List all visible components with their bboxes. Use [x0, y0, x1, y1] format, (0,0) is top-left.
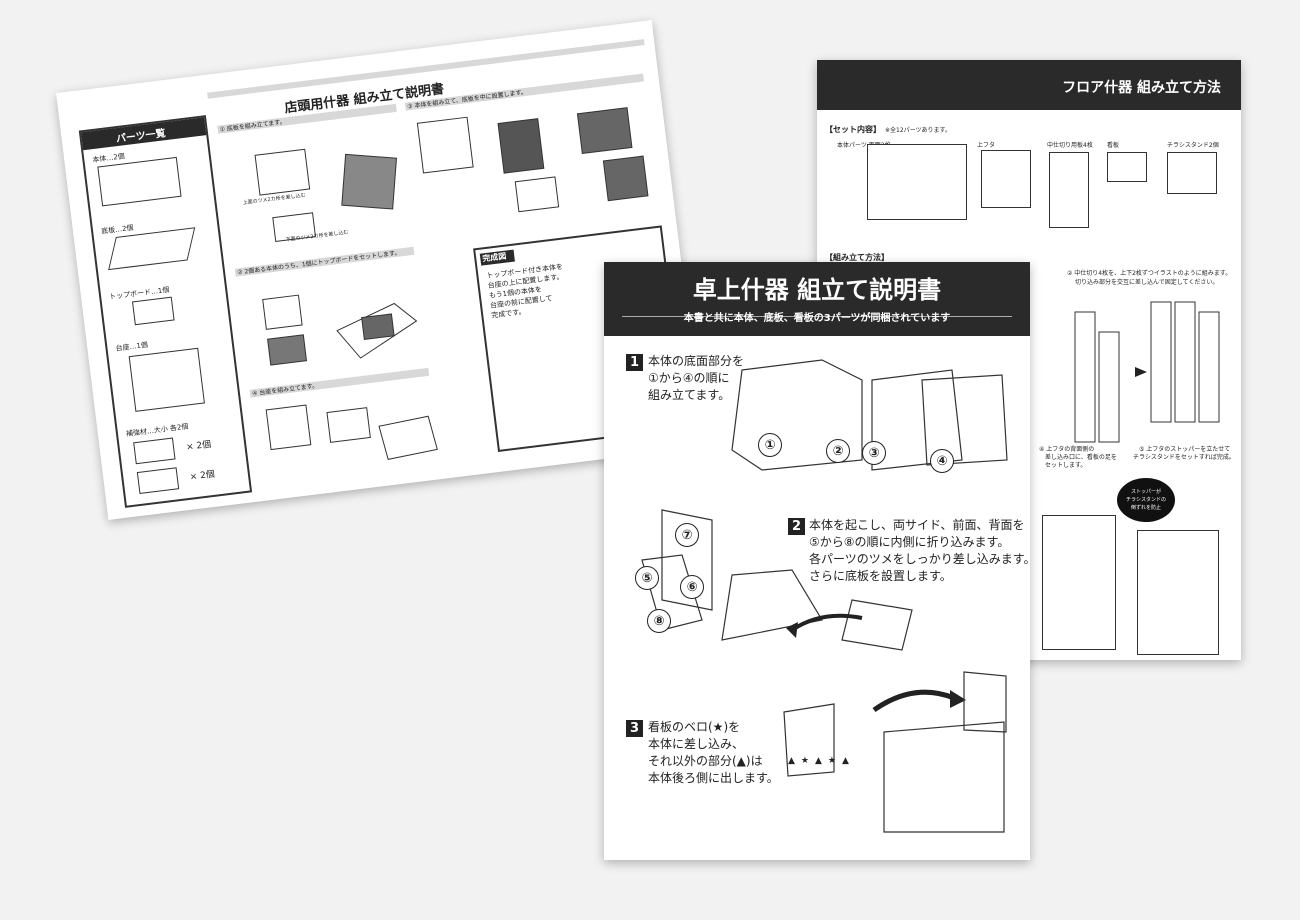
- step-number: 1: [626, 354, 643, 371]
- step1-line: ①から④の順に: [648, 371, 730, 385]
- step3-line: それ以外の部分(▲)は: [648, 754, 763, 768]
- part-item: 台座…1個: [115, 340, 149, 353]
- stopper-badge: ストッパーが チラシスタンドの 倒ずれを防止: [1117, 478, 1175, 522]
- base-illustration: [254, 148, 398, 243]
- right-sheet-title: フロア什器 組み立て方法: [1062, 80, 1221, 96]
- marker: ⑥: [680, 575, 704, 599]
- marker: ⑤: [635, 566, 659, 590]
- stopper-line: チラシスタンドの: [1126, 497, 1166, 503]
- tab-mark: ▲: [815, 756, 822, 766]
- tab-marks: ▲ ★ ▲ ★ ▲: [788, 756, 849, 766]
- body-illustration: [416, 107, 649, 213]
- stopper-line: ストッパーが: [1130, 489, 1161, 495]
- multiplier: × 2個: [189, 469, 216, 483]
- pedestal-illustration: [265, 404, 438, 461]
- step3-line: 本体に差し込み、: [648, 737, 745, 751]
- front-subtitle: 本書と共に本体、底板、看板の3パーツが同梱されています: [683, 313, 951, 324]
- step5-text: ⑤ 上フタのストッパーを立たせて: [1139, 446, 1231, 453]
- step1-line: 組み立てます。: [648, 388, 731, 402]
- front-instruction-sheet: 卓上什器 組立て説明書 本書と共に本体、底板、看板の3パーツが同梱されています …: [604, 262, 1030, 860]
- step4-text: ④ 上フタの背面側の: [1039, 446, 1095, 453]
- step2-line: さらに底板を設置します。: [809, 569, 952, 583]
- step3-line: 本体後ろ側に出します。: [648, 771, 779, 785]
- front-sheet-title: 卓上什器 組立て説明書: [692, 276, 942, 304]
- left-instruction-sheet: 店頭用什器 組み立て説明書 パーツ一覧 本体…2個 底板…2個 トップボード…1…: [56, 20, 704, 520]
- marker: ⑦: [675, 523, 699, 547]
- set-note: ※全12パーツあります。: [885, 127, 951, 134]
- part-item: 補強材…大小 各2個: [125, 422, 189, 439]
- stopper-line: 倒ずれを防止: [1130, 505, 1161, 511]
- step2-line: 本体を起こし、両サイド、前面、背面を: [809, 518, 1025, 532]
- step4-text: セットします。: [1045, 462, 1087, 469]
- step2-text: 切り込み部分を交互に差し込んで固定してください。: [1075, 279, 1219, 286]
- step-number: 2: [788, 518, 805, 535]
- topboard-illustration: [262, 294, 418, 366]
- step2-illustration: [641, 509, 913, 651]
- marker: ⑧: [647, 609, 671, 633]
- marker: ②: [826, 439, 850, 463]
- step1-line: 本体の底面部分を: [648, 354, 745, 368]
- marker: ①: [758, 433, 782, 457]
- step4-text: 差し込み口に、看板の足を: [1045, 454, 1117, 461]
- divider-illustration: [1074, 301, 1220, 443]
- set-item-label: 本体パーツ 両面2枚: [837, 142, 891, 149]
- step1-illustration: [731, 359, 1008, 471]
- step3-line: 看板のベロ(★)を: [648, 720, 741, 734]
- tab-mark: ▲: [842, 756, 849, 766]
- left-step: ① 底板を組み立てます。: [219, 118, 287, 134]
- set-item-label: 中仕切り用板4枚: [1047, 142, 1093, 149]
- set-item-label: 上フタ: [977, 142, 996, 149]
- step2-line: 各パーツのツメをしっかり差し込みます。: [809, 552, 1030, 566]
- tab-mark: ▲: [788, 756, 795, 766]
- set-item-label: チラシスタンド2個: [1167, 142, 1219, 149]
- step5-text: チラシスタンドをセットすれば完成。: [1133, 454, 1235, 461]
- parts-list: パーツ一覧 本体…2個 底板…2個 トップボード…1個 台座…1個 補強材…大小…: [78, 115, 253, 508]
- tab-mark: ★: [827, 756, 836, 766]
- set-heading: 【セット内容】: [825, 125, 881, 134]
- tab-mark: ★: [800, 756, 809, 766]
- step3-illustration: [783, 671, 1007, 833]
- method-heading: 【組み立て方法】: [825, 253, 889, 262]
- step2-line: ⑤から⑧の順に内側に折り込みます。: [809, 535, 1010, 549]
- set-item-label: 看板: [1107, 142, 1120, 149]
- step2-text: ② 中仕切り4枚を、上下2枚ずつイラストのように組みます。: [1067, 270, 1232, 277]
- multiplier: × 2個: [185, 439, 212, 453]
- step-number: 3: [626, 720, 643, 737]
- marker: ③: [862, 441, 886, 465]
- marker: ④: [930, 449, 954, 473]
